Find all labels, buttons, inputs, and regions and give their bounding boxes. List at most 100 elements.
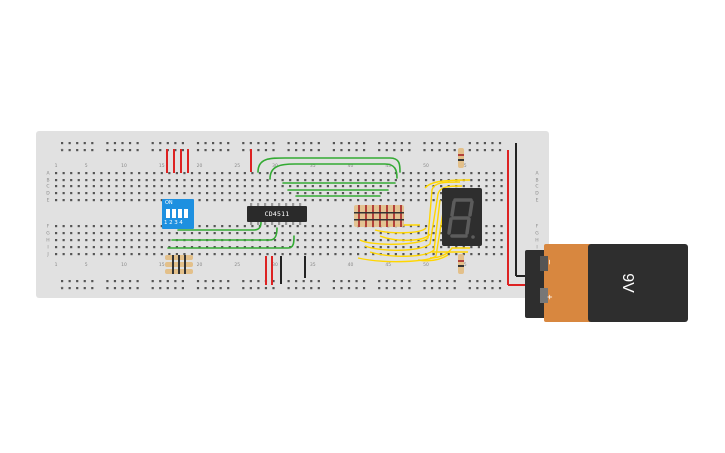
breadboard-hole: [424, 246, 428, 249]
breadboard-hole: [159, 149, 162, 152]
breadboard-hole: [91, 280, 94, 283]
row-letter: B: [46, 178, 49, 184]
yellow-wire: [369, 199, 441, 257]
breadboard-hole: [387, 192, 390, 195]
breadboard-hole: [258, 253, 262, 256]
breadboard-hole: [408, 287, 411, 290]
breadboard-hole: [122, 232, 126, 235]
breadboard-hole: [281, 192, 284, 195]
breadboard-hole: [243, 179, 246, 182]
breadboard-hole: [153, 239, 156, 242]
breadboard-hole: [168, 179, 171, 182]
breadboard-hole: [349, 199, 352, 202]
breadboard-hole: [440, 253, 443, 256]
breadboard-hole: [62, 239, 65, 242]
breadboard-hole: [107, 225, 111, 228]
dip-switch-numbers: 1234: [164, 220, 185, 226]
breadboard-hole: [130, 199, 133, 202]
breadboard-hole: [498, 149, 502, 152]
breadboard-hole: [387, 179, 390, 182]
dip-switch-toggles: [166, 209, 188, 218]
breadboard-hole: [476, 280, 479, 283]
breadboard-hole: [500, 246, 503, 249]
breadboard-hole: [70, 232, 73, 235]
breadboard-hole: [130, 185, 133, 188]
breadboard-hole: [159, 287, 162, 290]
breadboard-hole: [145, 239, 148, 242]
column-number: 5: [85, 163, 88, 169]
breadboard-hole: [500, 232, 503, 235]
column-number: 1: [55, 163, 58, 169]
breadboard-hole: [62, 253, 65, 256]
breadboard-hole: [159, 280, 162, 283]
breadboard-hole: [76, 280, 79, 283]
breadboard-hole: [432, 172, 435, 175]
breadboard-hole: [107, 172, 111, 175]
breadboard-hole: [243, 253, 246, 256]
breadboard-hole: [319, 185, 322, 188]
breadboard-hole: [145, 232, 148, 235]
breadboard-hole: [341, 192, 345, 195]
breadboard-hole: [281, 253, 284, 256]
breadboard-hole: [378, 280, 381, 283]
column-number: 40: [348, 262, 354, 268]
breadboard-hole: [175, 179, 178, 182]
breadboard-hole: [334, 179, 337, 182]
breadboard-hole: [385, 280, 388, 283]
breadboard-hole: [379, 192, 382, 195]
breadboard-hole: [151, 149, 154, 152]
breadboard-hole: [257, 142, 260, 145]
breadboard-hole: [198, 246, 201, 249]
breadboard-hole: [85, 179, 88, 182]
breadboard-hole: [341, 172, 345, 175]
breadboard-hole: [138, 225, 141, 228]
breadboard-hole: [432, 192, 435, 195]
breadboard-hole: [196, 287, 200, 290]
breadboard-hole: [295, 280, 298, 283]
column-number: 15: [159, 163, 165, 169]
breadboard-hole: [440, 192, 443, 195]
breadboard-hole: [349, 185, 352, 188]
breadboard-hole: [357, 179, 360, 182]
row-letter: C: [535, 184, 538, 190]
breadboard-hole: [492, 232, 496, 235]
breadboard-hole: [289, 172, 292, 175]
breadboard-hole: [349, 253, 352, 256]
breadboard-hole: [174, 287, 177, 290]
breadboard-hole: [402, 192, 405, 195]
breadboard-hole: [295, 287, 298, 290]
breadboard-hole: [304, 185, 307, 188]
breadboard-hole: [272, 280, 275, 283]
breadboard-hole: [295, 149, 298, 152]
breadboard-hole: [213, 232, 216, 235]
breadboard-hole: [128, 287, 132, 290]
breadboard-hole: [379, 185, 382, 188]
column-number: 30: [272, 163, 278, 169]
row-letter: F: [47, 224, 50, 230]
resistor: [458, 148, 464, 168]
breadboard-hole: [387, 239, 390, 242]
breadboard-hole: [287, 287, 290, 290]
breadboard-hole: [55, 192, 58, 195]
breadboard-hole: [236, 225, 239, 228]
breadboard-hole: [221, 199, 224, 202]
breadboard-hole: [190, 192, 194, 195]
breadboard-hole: [340, 287, 343, 290]
breadboard-hole: [228, 199, 231, 202]
breadboard-hole: [477, 172, 480, 175]
breadboard-hole: [68, 142, 71, 145]
breadboard-hole: [447, 172, 450, 175]
breadboard-hole: [219, 287, 222, 290]
breadboard-hole: [500, 253, 503, 256]
breadboard-hole: [115, 246, 118, 249]
breadboard-hole: [347, 142, 351, 145]
breadboard-hole: [432, 246, 435, 249]
breadboard-hole: [160, 199, 163, 202]
breadboard-hole: [159, 142, 162, 145]
breadboard-hole: [107, 179, 111, 182]
breadboard-hole: [446, 149, 449, 152]
battery-9v: [525, 244, 688, 322]
breadboard-hole: [236, 172, 239, 175]
breadboard-hole: [106, 287, 109, 290]
breadboard-hole: [483, 280, 486, 283]
